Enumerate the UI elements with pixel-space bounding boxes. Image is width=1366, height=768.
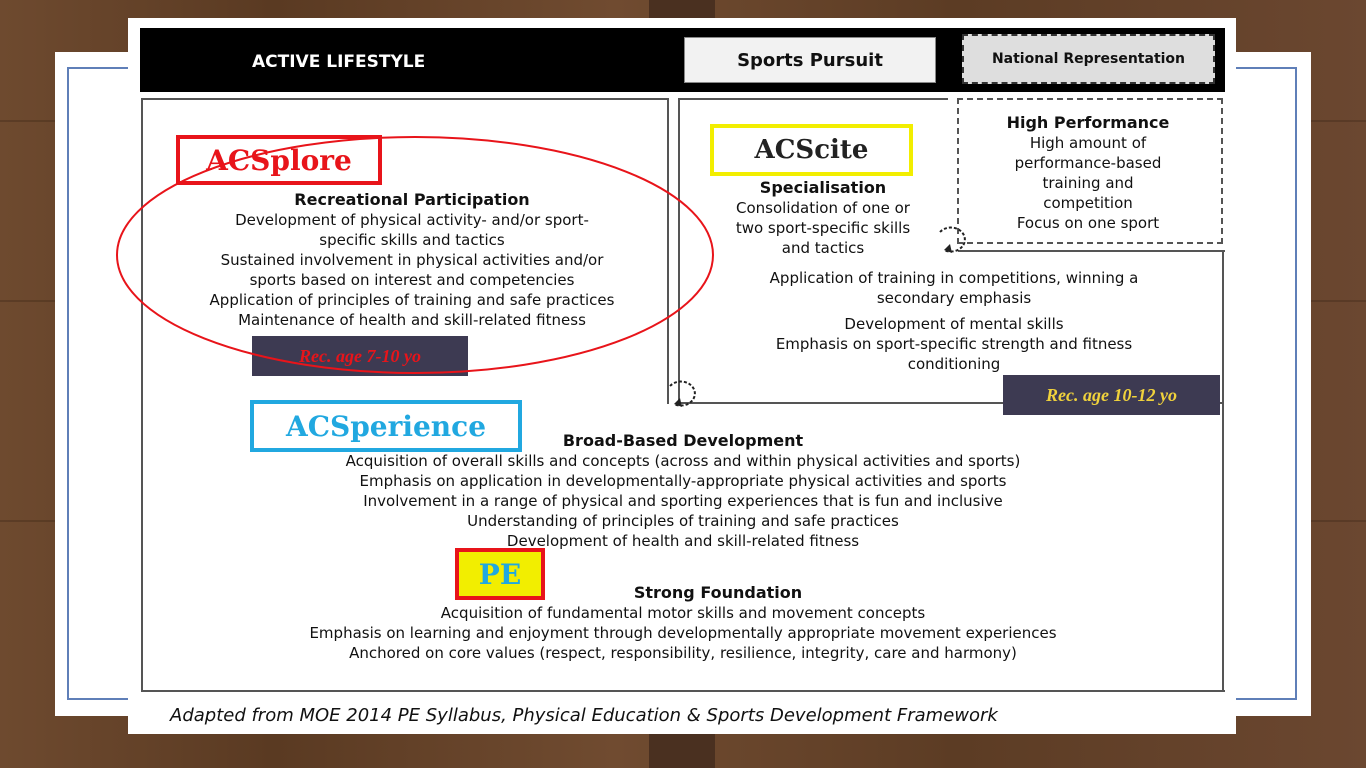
acscite-line: and tactics <box>781 239 865 257</box>
acsperience-text: Broad-Based Development Acquisition of o… <box>148 431 1218 551</box>
acscite-line: two sport-specific skills <box>735 219 911 237</box>
acsperience-top-line <box>678 402 1224 404</box>
sports-pursuit-label: Sports Pursuit <box>684 37 936 83</box>
acscite-extra-line: Application of training in competitions,… <box>769 269 1139 287</box>
acsperience-line: Understanding of principles of training … <box>467 512 899 530</box>
board-strip-bottom <box>649 734 715 768</box>
bottom-border-line <box>141 690 1225 692</box>
acsperience-line: Emphasis on application in developmental… <box>359 472 1007 490</box>
acsperience-heading: Broad-Based Development <box>562 431 804 450</box>
pe-line: Anchored on core values (respect, respon… <box>349 644 1017 662</box>
high-performance-heading: High Performance <box>1006 113 1170 132</box>
national-representation-label: National Representation <box>962 34 1215 84</box>
pe-text: Strong Foundation Acquisition of fundame… <box>148 583 1218 663</box>
header-title: ACTIVE LIFESTYLE <box>252 52 426 72</box>
high-performance-line: competition <box>1043 194 1133 212</box>
acscite-text: Specialisation Consolidation of one or t… <box>690 178 956 258</box>
acsplore-heading: Recreational Participation <box>294 190 530 209</box>
acsplore-line: Maintenance of health and skill-related … <box>238 311 586 329</box>
acsplore-logo: ACSplore <box>176 135 382 185</box>
pe-logo: PE <box>455 548 545 600</box>
left-border-line <box>141 402 143 692</box>
acscite-extra-line: Emphasis on sport-specific strength and … <box>775 335 1133 353</box>
source-footer: Adapted from MOE 2014 PE Syllabus, Physi… <box>170 705 998 726</box>
acscite-line: Consolidation of one or <box>736 199 910 217</box>
acscite-logo: ACScite <box>710 124 913 176</box>
high-performance-line: training and <box>1042 174 1134 192</box>
acsperience-logo: ACSperience <box>250 400 522 452</box>
acsplore-rec-age: Rec. age 7-10 yo <box>252 336 468 376</box>
acscite-extra-line: secondary emphasis <box>876 289 1032 307</box>
acsperience-line: Involvement in a range of physical and s… <box>363 492 1003 510</box>
acsplore-line: sports based on interest and competencie… <box>249 271 575 289</box>
high-performance-box <box>957 98 1223 244</box>
acsplore-line: Sustained involvement in physical activi… <box>220 251 604 269</box>
acscite-heading: Specialisation <box>759 178 887 197</box>
acsperience-line: Development of health and skill-related … <box>506 532 860 550</box>
acscite-rec-age: Rec. age 10-12 yo <box>1003 375 1220 415</box>
high-performance-line: performance-based <box>1014 154 1162 172</box>
pe-heading: Strong Foundation <box>633 583 803 602</box>
acscite-extra-text: Application of training in competitions,… <box>686 268 1222 374</box>
acsperience-line: Acquisition of overall skills and concep… <box>345 452 1021 470</box>
pe-line: Emphasis on learning and enjoyment throu… <box>309 624 1057 642</box>
acsplore-line: Development of physical activity- and/or… <box>235 211 589 229</box>
divider-line <box>958 250 1225 252</box>
acsplore-line: Application of principles of training an… <box>209 291 615 309</box>
high-performance-text: High Performance High amount of performa… <box>960 113 1216 233</box>
board-strip-top <box>649 0 715 20</box>
right-border-line <box>1222 250 1224 692</box>
acscite-extra-line: Development of mental skills <box>844 315 1064 333</box>
pe-line: Acquisition of fundamental motor skills … <box>440 604 926 622</box>
high-performance-line: High amount of <box>1029 134 1147 152</box>
acsplore-text: Recreational Participation Development o… <box>148 190 676 330</box>
acsplore-line: specific skills and tactics <box>319 231 505 249</box>
high-performance-line: Focus on one sport <box>1016 214 1160 232</box>
acscite-extra-line: conditioning <box>907 355 1001 373</box>
